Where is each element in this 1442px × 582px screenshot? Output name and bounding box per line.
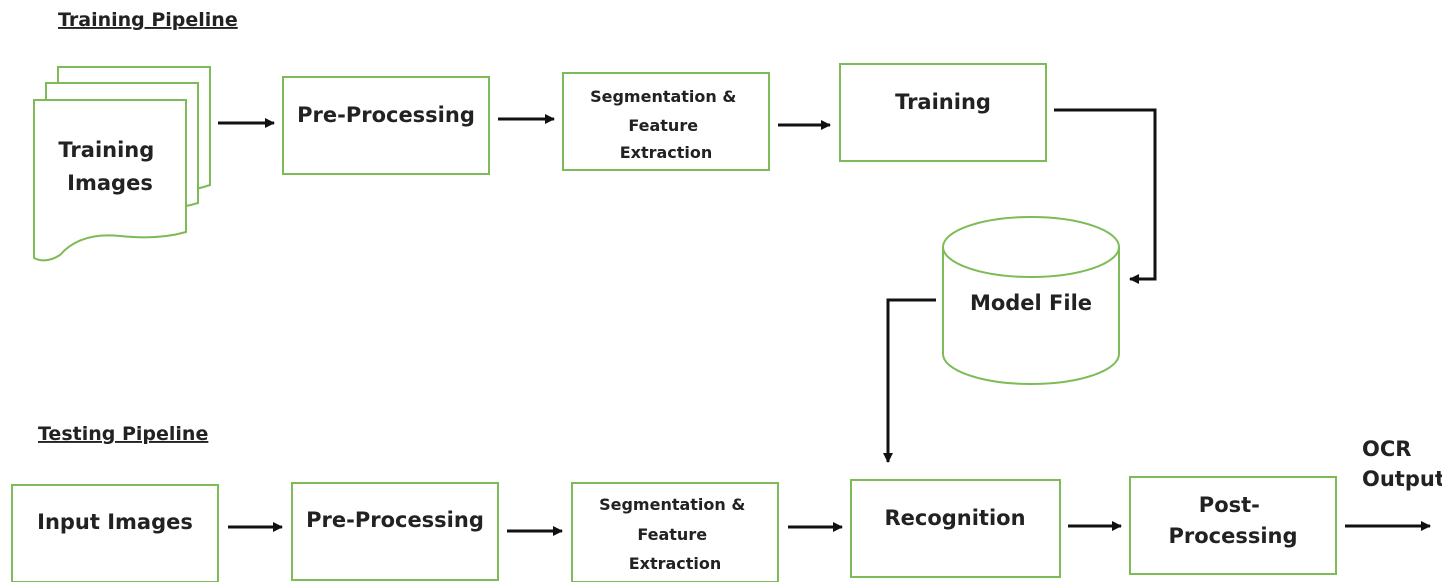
training-box	[839, 63, 1047, 162]
training-images-label-line2: Images	[67, 171, 153, 195]
svg-text:Segmentation & Feature: Segmentation & Feature Extraction	[590, 87, 742, 162]
test-preprocessing-box	[291, 482, 499, 581]
train-preprocessing-box	[282, 76, 490, 175]
postprocessing-line2: Processing	[1168, 524, 1297, 548]
train-segmentation-box	[562, 72, 770, 171]
train-segmentation-line2: Feature	[628, 116, 698, 135]
model-file-cylinder	[942, 216, 1120, 385]
svg-text:Segmentation & Feature: Segmentation & Feature Extraction	[599, 495, 751, 573]
test-segmentation-line2: Feature	[637, 525, 707, 544]
training-images-label-line1: Training	[58, 138, 154, 162]
model-file-label: Model File	[970, 291, 1092, 315]
train-segmentation-line3: Extraction	[620, 143, 713, 162]
training-pipeline-heading: Training Pipeline	[58, 9, 238, 31]
input-images-box	[11, 484, 219, 582]
ocr-output-line1: OCR	[1362, 437, 1411, 461]
test-segmentation-box	[571, 482, 779, 582]
test-preprocessing-label: Pre-Processing	[306, 508, 484, 532]
training-images-document	[33, 99, 187, 262]
test-segmentation-line1: Segmentation &	[599, 495, 745, 514]
arrow-model-file-to-recognition	[883, 298, 936, 463]
training-label: Training	[895, 90, 991, 114]
arrow-training-to-model-file	[1054, 108, 1157, 284]
svg-text:Post- Processing: Post- Processing	[1168, 493, 1297, 548]
ocr-output-line2: Output	[1362, 467, 1442, 491]
postprocessing-line1: Post-	[1199, 493, 1260, 517]
train-preprocessing-label: Pre-Processing	[297, 103, 475, 127]
recognition-label: Recognition	[884, 506, 1025, 530]
train-segmentation-line1: Segmentation &	[590, 87, 736, 106]
input-images-label: Input Images	[37, 510, 193, 534]
svg-text:OCR Output: OCR Output	[1362, 437, 1442, 491]
svg-text:Training Images: Training Images	[58, 138, 161, 195]
testing-pipeline-heading: Testing Pipeline	[38, 423, 208, 445]
test-segmentation-line3: Extraction	[629, 554, 722, 573]
training-images-node	[33, 66, 211, 262]
recognition-box	[850, 479, 1061, 578]
postprocessing-box	[1129, 476, 1337, 575]
